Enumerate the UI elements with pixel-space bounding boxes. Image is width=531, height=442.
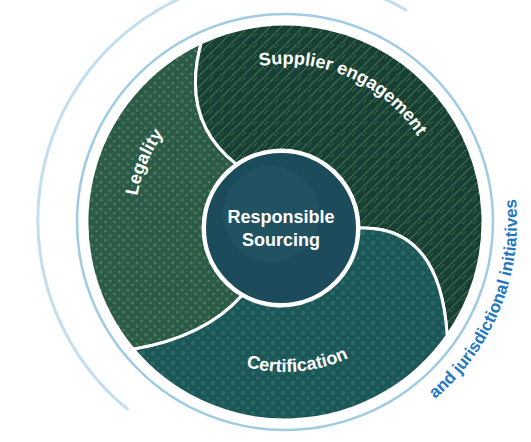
sector-outline [87,43,242,350]
ring-label: and jurisdictional initiatives [425,199,521,403]
sector-fill [133,228,447,420]
sector-fill [195,24,483,336]
circle-shape [203,150,359,306]
sector-label-path: Certification [245,343,350,376]
sector-label: Legality [121,125,166,197]
text-guide [210,337,381,372]
sector-label-path: Supplier engagement [258,48,432,139]
center-label: Responsible Sourcing [215,206,347,251]
sector-label: Certification [245,343,350,376]
sector-label: Supplier engagement [258,48,432,139]
sector-outline [195,24,483,336]
inner-ring [77,14,493,430]
label-guide [325,86,517,442]
sector-label-path: Legality [121,125,166,197]
sector-fill [87,43,242,350]
outer-ring-arc [38,0,407,410]
sector-outline [133,228,447,420]
text-guide [216,64,437,178]
ring-label-path: and jurisdictional initiatives [425,199,521,403]
circle-outline [205,152,358,305]
text-guide [135,102,195,240]
center-circle: Responsible Sourcing [203,150,359,306]
